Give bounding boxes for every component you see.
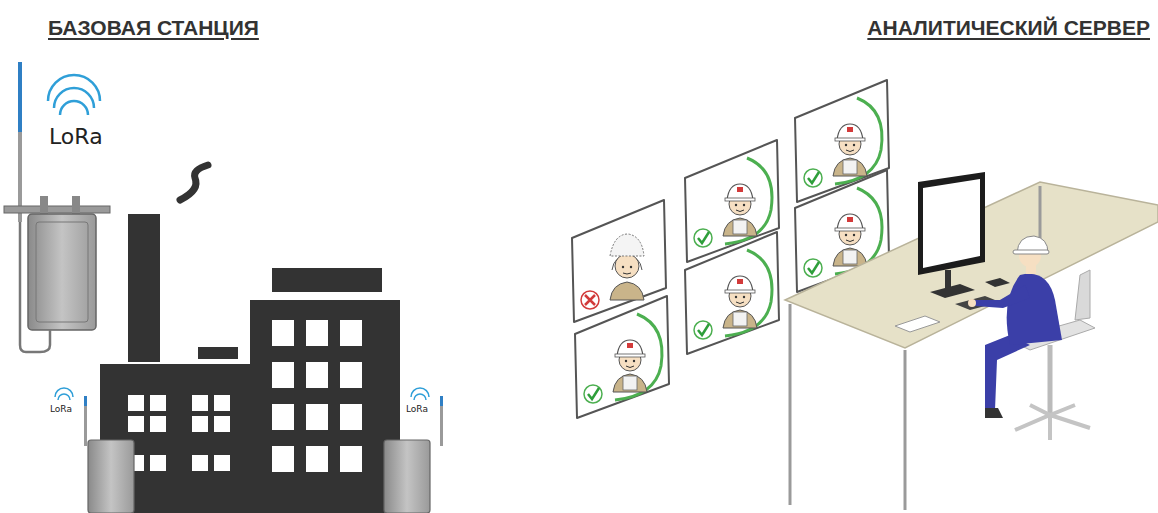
radio-label: LoRa: [49, 124, 103, 149]
operator-desk: [785, 172, 1158, 510]
worker-cards: [572, 80, 889, 418]
radio-label: LoRa: [406, 404, 428, 414]
section-heading: АНАЛИТИЧЕСКИЙ СЕРВЕР: [867, 16, 1150, 40]
base-station: [4, 62, 110, 352]
radio-label: LoRa: [50, 404, 72, 414]
factory-building: [100, 165, 400, 513]
section-heading: БАЗОВАЯ СТАНЦИЯ: [48, 16, 259, 40]
small-base-station: [384, 388, 443, 513]
